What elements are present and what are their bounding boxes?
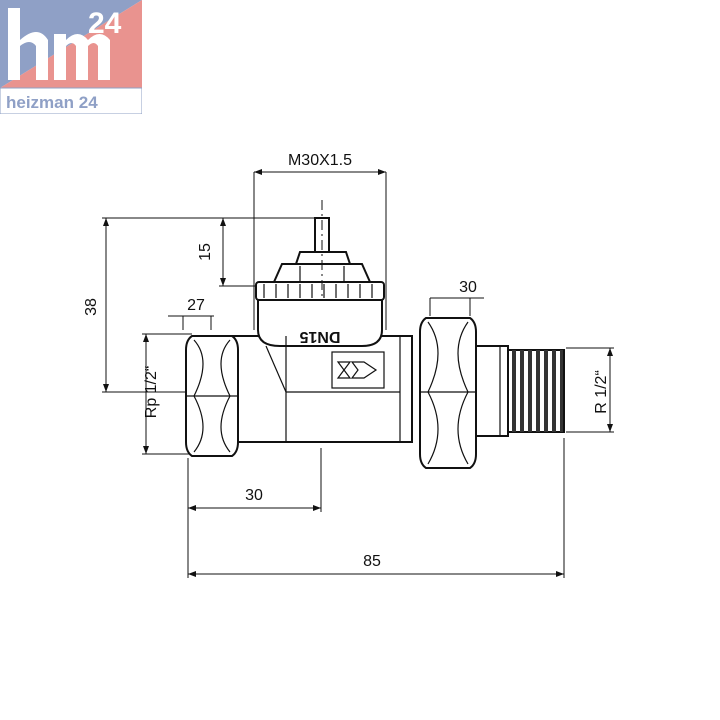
dim-wrench-30: 30 [459,279,477,296]
dimension-lines [102,171,614,578]
dimension-arrows [103,169,613,577]
dim-thread-top: M30X1.5 [288,152,352,169]
dim-height-38: 38 [83,298,100,316]
dim-height-15: 15 [197,243,214,261]
dim-inlet-thread: Rp 1/2“ [143,366,160,418]
dim-wrench-27: 27 [187,297,205,314]
dim-outlet-thread: R 1/2“ [593,370,610,414]
body-marking: DN15 [299,328,340,345]
logo-number: 24 [88,7,122,40]
logo-caption: heizman 24 [6,93,98,112]
heizman-logo: 24 heizman 24 [0,0,142,114]
outlet-thread [512,350,563,432]
valve-body [227,299,413,443]
union-nut [419,317,565,469]
inlet-nut [185,335,239,457]
dim-offset-30: 30 [245,487,263,504]
dim-total-85: 85 [363,553,381,570]
logo-hm-mark [8,8,110,80]
valve-bonnet [255,217,385,301]
